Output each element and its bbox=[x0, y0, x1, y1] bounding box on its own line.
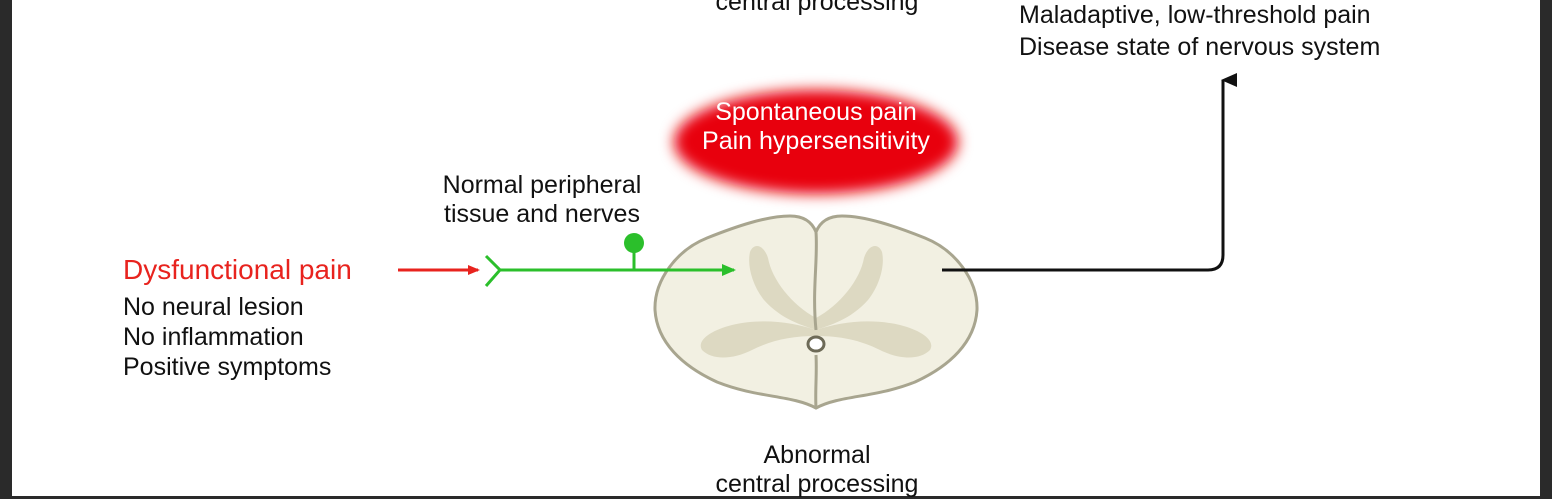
outcome-label-1: Maladaptive, low-threshold pain bbox=[1019, 1, 1371, 29]
dysfunctional-item-3: Positive symptoms bbox=[123, 353, 332, 381]
peripheral-nerve bbox=[484, 233, 736, 287]
dysfunctional-item-1: No neural lesion bbox=[123, 293, 304, 321]
pain-oval bbox=[674, 90, 958, 194]
output-arrow bbox=[942, 73, 1237, 272]
dysfunctional-item-2: No inflammation bbox=[123, 323, 304, 351]
bottom-label-1: Abnormal bbox=[763, 441, 871, 469]
peripheral-label-2: tissue and nerves bbox=[444, 200, 640, 228]
peripheral-label-1: Normal peripheral bbox=[442, 171, 642, 199]
diagram-graphics bbox=[398, 73, 1237, 410]
oval-line-1: Spontaneous pain bbox=[715, 98, 917, 126]
diagram-canvas: central processing Maladaptive, low-thre… bbox=[12, 0, 1540, 498]
outcome-label-2: Disease state of nervous system bbox=[1019, 33, 1381, 61]
dysfunctional-title: Dysfunctional pain bbox=[123, 254, 352, 285]
bottom-label-2: central processing bbox=[715, 470, 919, 498]
nerve-cell-body-icon bbox=[624, 233, 644, 253]
top-label-cut: central processing bbox=[715, 0, 919, 16]
oval-line-2: Pain hypersensitivity bbox=[702, 127, 930, 155]
spinal-cord-section bbox=[653, 214, 979, 410]
